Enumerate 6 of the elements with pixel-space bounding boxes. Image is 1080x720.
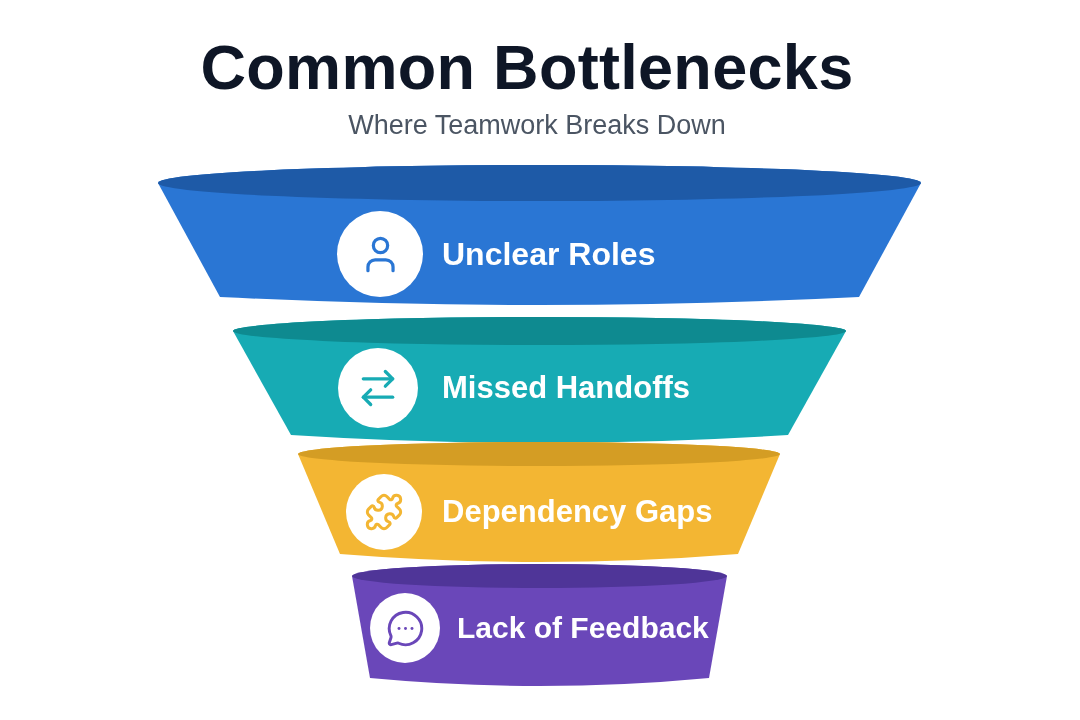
stage-label: Lack of Feedback bbox=[457, 610, 709, 646]
subtitle: Where Teamwork Breaks Down bbox=[347, 109, 727, 142]
title: Common Bottlenecks bbox=[199, 31, 855, 104]
stage-label: Missed Handoffs bbox=[442, 369, 691, 407]
stage-label: Unclear Roles bbox=[442, 234, 656, 274]
stage-label: Dependency Gaps bbox=[442, 493, 713, 531]
